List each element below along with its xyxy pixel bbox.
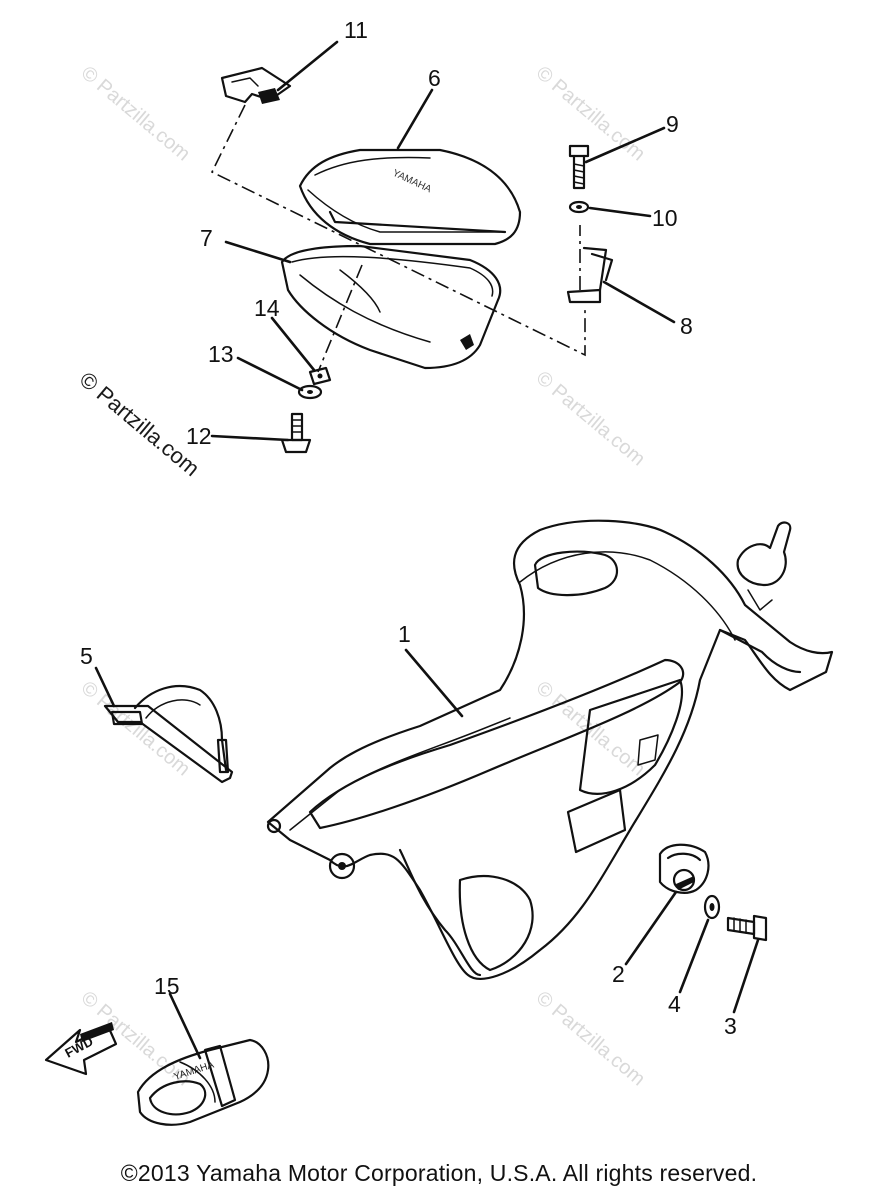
watermark-text: © Partzilla.com [532, 987, 649, 1090]
part-11-bracket [220, 66, 292, 104]
leader-4 [678, 918, 710, 994]
leader-12 [210, 434, 290, 442]
lid-logo: YAMAHA [391, 168, 434, 196]
part-7-case [280, 244, 502, 370]
callout-10: 10 [652, 205, 678, 231]
callout-5: 5 [80, 643, 93, 669]
callout-labels: 11 6 9 10 7 8 14 13 12 1 5 2 4 3 15 [80, 17, 737, 1039]
part-10-washer [568, 200, 590, 214]
watermark-group: © Partzilla.com © Partzilla.com © Partzi… [75, 62, 649, 1090]
watermark-text: © Partzilla.com [532, 367, 649, 470]
part-5-strap [103, 685, 234, 784]
watermark-text: © Partzilla.com [77, 62, 194, 165]
leader-6 [396, 88, 434, 150]
leader-2 [624, 890, 678, 966]
part-6-lid: YAMAHA [298, 148, 522, 246]
centerline-11-to-8 [210, 104, 586, 357]
leader-1 [404, 648, 464, 718]
leader-5 [94, 666, 116, 708]
callout-13: 13 [208, 341, 234, 367]
part-13-washer [297, 384, 323, 400]
callout-8: 8 [680, 313, 693, 339]
part-3-bolt [726, 914, 768, 942]
part-8-bracket [566, 246, 614, 304]
callout-14: 14 [254, 295, 280, 321]
callout-11: 11 [344, 17, 368, 43]
callout-4: 4 [668, 991, 681, 1017]
leader-13 [236, 356, 304, 392]
leader-lines [94, 40, 760, 1060]
fwd-arrow: FWD [44, 1022, 118, 1076]
watermark-main: © Partzilla.com [75, 367, 205, 481]
assembly-centerlines [210, 104, 586, 373]
callout-12: 12 [186, 423, 212, 449]
callout-2: 2 [612, 961, 625, 987]
leader-11 [276, 40, 339, 92]
callout-3: 3 [724, 1013, 737, 1039]
callout-1: 1 [398, 621, 411, 647]
part-1-body [266, 519, 834, 980]
part-12-screw [280, 412, 312, 454]
leader-14 [270, 316, 316, 372]
callout-15: 15 [154, 973, 180, 999]
leader-10 [588, 206, 652, 218]
part-2-knob [658, 843, 710, 894]
part-14-nut [308, 366, 332, 386]
leader-8 [602, 280, 676, 324]
callout-9: 9 [666, 111, 679, 137]
part-9-bolt [568, 144, 590, 190]
watermark-text: © Partzilla.com [532, 62, 649, 165]
leader-9 [584, 126, 666, 164]
centerline-cover-to-12 [317, 264, 363, 373]
callout-7: 7 [200, 225, 213, 251]
leader-3 [732, 938, 760, 1014]
part-4-washer [703, 894, 721, 920]
copyright-notice: ©2013 Yamaha Motor Corporation, U.S.A. A… [120, 1160, 758, 1186]
callout-6: 6 [428, 65, 441, 91]
leader-7 [224, 240, 292, 264]
leader-15 [168, 992, 202, 1060]
